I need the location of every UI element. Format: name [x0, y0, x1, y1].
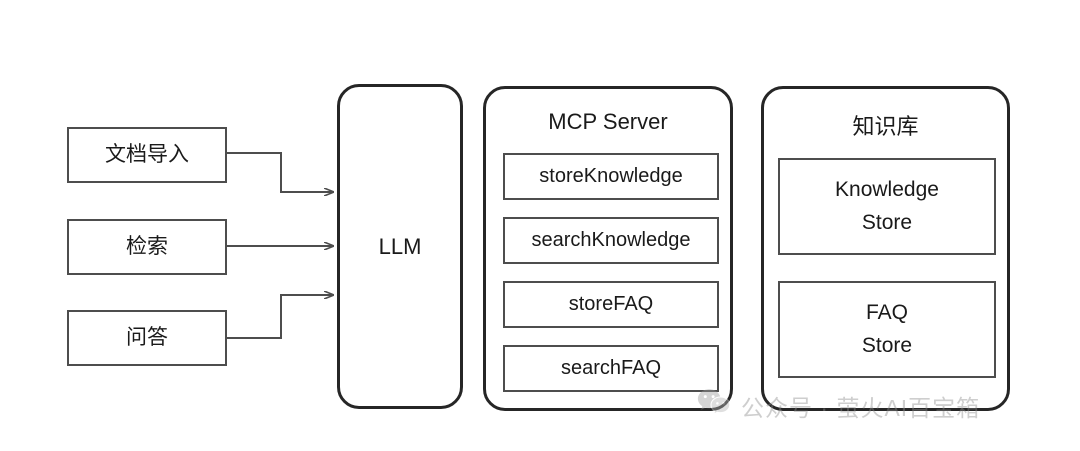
- tool-search-faq[interactable]: searchFAQ: [503, 345, 719, 392]
- panel-llm[interactable]: LLM: [337, 84, 463, 409]
- store-faq-store[interactable]: FAQ Store: [778, 281, 996, 378]
- store-faq-store-line2: Store: [861, 333, 913, 357]
- tool-store-faq-label: storeFAQ: [568, 293, 654, 315]
- node-document-import[interactable]: 文档导入: [67, 127, 227, 183]
- panel-knowledge-base[interactable]: 知识库 Knowledge Store FAQ Store: [761, 86, 1010, 411]
- panel-mcp-server-title: MCP Server: [548, 109, 668, 134]
- tool-store-knowledge-label: storeKnowledge: [539, 165, 683, 187]
- tool-search-faq-label: searchFAQ: [560, 357, 662, 379]
- node-retrieval[interactable]: 检索: [67, 219, 227, 275]
- node-question-answering-label: 问答: [126, 325, 168, 349]
- panel-llm-label: LLM: [378, 233, 422, 259]
- store-knowledge-store-line2: Store: [861, 210, 913, 234]
- store-knowledge-store-line1: Knowledge: [835, 177, 939, 201]
- tool-store-faq[interactable]: storeFAQ: [503, 281, 719, 328]
- tool-search-knowledge-label: searchKnowledge: [531, 229, 691, 251]
- panel-mcp-server[interactable]: MCP Server storeKnowledge searchKnowledg…: [483, 86, 733, 411]
- tool-store-knowledge[interactable]: storeKnowledge: [503, 153, 719, 200]
- node-question-answering[interactable]: 问答: [67, 310, 227, 366]
- panel-knowledge-base-title: 知识库: [852, 114, 919, 139]
- connector-qa-to-llm: [227, 295, 333, 339]
- node-retrieval-label: 检索: [126, 234, 168, 258]
- store-knowledge-store[interactable]: Knowledge Store: [778, 158, 996, 255]
- tool-search-knowledge[interactable]: searchKnowledge: [503, 217, 719, 264]
- node-document-import-label: 文档导入: [105, 142, 189, 166]
- connector-import-to-llm: [227, 152, 333, 192]
- store-faq-store-line1: FAQ: [865, 300, 908, 324]
